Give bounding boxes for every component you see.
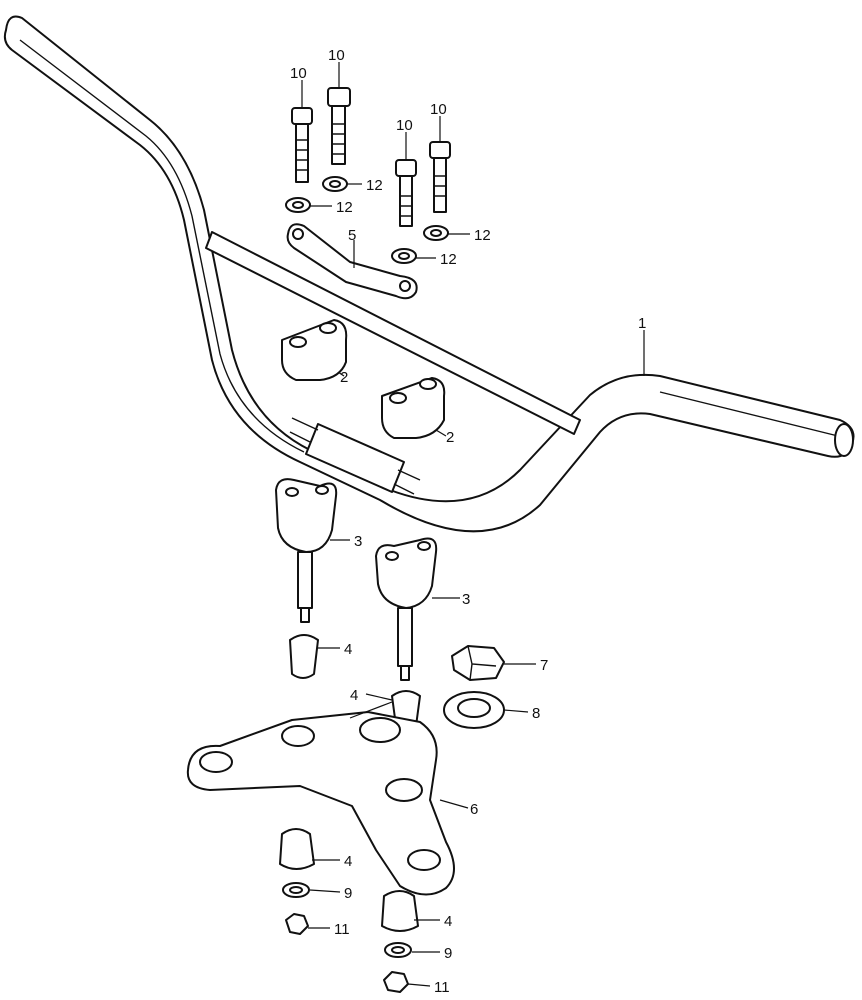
label-bolt-c: 10 xyxy=(396,117,413,134)
label-nut-a: 11 xyxy=(334,921,350,938)
label-washer-12-a: 12 xyxy=(366,177,383,194)
label-top-bridge: 6 xyxy=(470,801,478,818)
label-handlebar: 1 xyxy=(638,315,646,332)
part-labels: 1 2 2 3 3 4 4 4 4 5 6 7 8 9 9 10 10 10 1… xyxy=(290,47,646,996)
cushion-parts xyxy=(279,634,421,932)
label-stem-washer: 8 xyxy=(532,705,540,722)
label-lower-holder-a: 3 xyxy=(354,533,362,550)
label-upper-holder-a: 2 xyxy=(340,369,348,386)
bolt-a xyxy=(291,107,313,183)
label-washer-12-c: 12 xyxy=(474,227,491,244)
stem-nut-part xyxy=(451,645,505,681)
label-cushion-a: 4 xyxy=(344,641,352,658)
upper-holder-b xyxy=(381,377,446,439)
washer-12-parts xyxy=(285,176,449,264)
label-bolt-a: 10 xyxy=(290,65,307,82)
top-bridge-part xyxy=(186,711,455,896)
leader-lines xyxy=(301,62,645,987)
nut-11-parts xyxy=(285,913,409,993)
label-nut-b: 11 xyxy=(434,979,450,996)
upper-holder-a xyxy=(281,319,348,381)
label-stem-nut: 7 xyxy=(540,657,548,674)
label-bolt-d: 10 xyxy=(430,101,447,118)
label-cushion-b: 4 xyxy=(350,687,358,704)
lower-holder-a xyxy=(275,478,338,623)
label-washer-9-b: 9 xyxy=(444,945,452,962)
label-upper-holder-b: 2 xyxy=(446,429,454,446)
bolt-b xyxy=(327,87,351,165)
washer-9-parts xyxy=(282,882,412,958)
bolt-d xyxy=(429,141,451,213)
label-washer-9-a: 9 xyxy=(344,885,352,902)
stem-washer-part xyxy=(443,691,505,729)
label-cushion-d: 4 xyxy=(444,913,452,930)
handlebar-part xyxy=(3,15,855,533)
label-lower-holder-b: 3 xyxy=(462,591,470,608)
label-holder-plate: 5 xyxy=(348,227,356,244)
bolt-c xyxy=(395,159,417,227)
lower-holder-b xyxy=(375,537,438,681)
label-washer-12-b: 12 xyxy=(336,199,353,216)
label-washer-12-d: 12 xyxy=(440,251,457,268)
label-bolt-b: 10 xyxy=(328,47,345,64)
label-cushion-c: 4 xyxy=(344,853,352,870)
holder-plate-part xyxy=(286,223,418,300)
